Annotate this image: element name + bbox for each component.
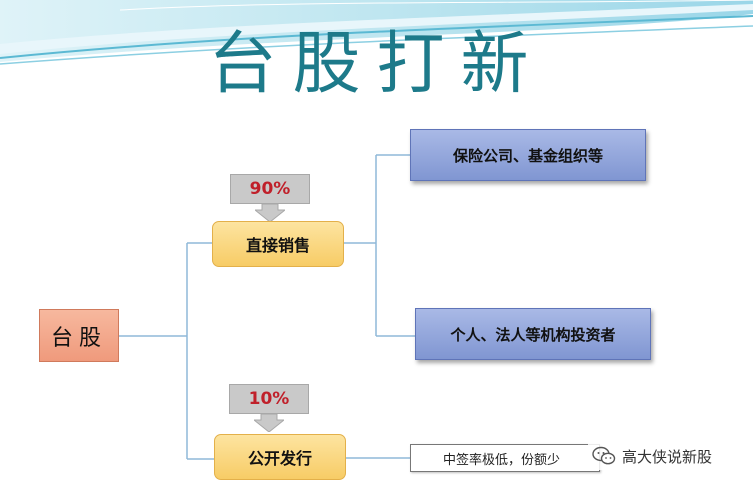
leaf-institutions: 保险公司、基金组织等 bbox=[410, 129, 646, 181]
leaf-investors-label: 个人、法人等机构投资者 bbox=[450, 325, 616, 344]
top-banner bbox=[0, 0, 753, 110]
watermark: 高大侠说新股 bbox=[588, 442, 717, 470]
leaf-institutions-label: 保险公司、基金组织等 bbox=[452, 146, 603, 165]
root-label: 台股 bbox=[50, 325, 107, 351]
branch-public-offering-label: 公开发行 bbox=[247, 449, 312, 468]
percent-badge-public: 10% bbox=[229, 384, 309, 414]
note-text: 中签率极低，份额少 bbox=[443, 452, 561, 468]
branch-public-offering: 公开发行 bbox=[214, 434, 346, 480]
leaf-investors: 个人、法人等机构投资者 bbox=[415, 308, 651, 360]
root-node: 台股 bbox=[39, 309, 119, 362]
branch-direct-sale: 直接销售 bbox=[212, 221, 344, 267]
down-arrow-icon bbox=[255, 204, 285, 222]
branch-direct-sale-label: 直接销售 bbox=[245, 236, 310, 255]
note-box: 中签率极低，份额少 bbox=[410, 444, 600, 472]
wechat-icon bbox=[592, 446, 616, 465]
percent-badge-direct: 90% bbox=[230, 174, 310, 204]
percent-public-label: 10% bbox=[248, 389, 290, 409]
page-title: 台股打新 bbox=[208, 25, 545, 104]
percent-direct-label: 90% bbox=[249, 179, 291, 199]
down-arrow-icon bbox=[254, 414, 284, 432]
watermark-text: 高大侠说新股 bbox=[622, 447, 713, 466]
